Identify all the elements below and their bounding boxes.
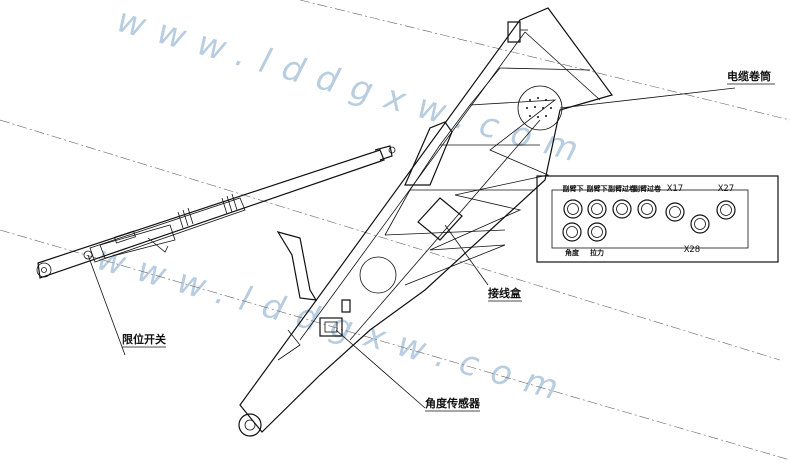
connector-pin bbox=[567, 203, 579, 215]
connector-label: 副臂下 bbox=[563, 184, 584, 193]
connector-label: 拉力 bbox=[590, 248, 604, 257]
panel-frame bbox=[536, 175, 779, 263]
connector-pin bbox=[669, 206, 681, 218]
connector-shell bbox=[637, 199, 657, 219]
connector-top-5: X17 bbox=[665, 184, 685, 222]
connector-bottom-1: 角度 bbox=[562, 222, 582, 257]
watermark-top: www.lddgxw.com bbox=[113, 0, 596, 174]
connector-shell bbox=[690, 214, 710, 234]
connector-panel bbox=[536, 175, 779, 263]
connector-bottom-3: X28 bbox=[684, 214, 710, 255]
leader-junction-box bbox=[444, 224, 489, 286]
drum-holes bbox=[526, 97, 552, 118]
connector-pin bbox=[616, 203, 628, 215]
connector-pin bbox=[591, 226, 603, 238]
connector-shell bbox=[563, 199, 583, 219]
connector-shell bbox=[612, 199, 632, 219]
leader-angle-sensor bbox=[335, 329, 426, 409]
connector-shell bbox=[716, 200, 736, 220]
connector-shell bbox=[562, 222, 582, 242]
connector-shell bbox=[665, 202, 685, 222]
watermark-bottom: www.lddgxw.com bbox=[93, 238, 576, 412]
centerline-2 bbox=[0, 229, 790, 461]
connector-shell bbox=[587, 199, 607, 219]
connector-label: X27 bbox=[718, 184, 734, 194]
connector-top-2: 副臂下 bbox=[587, 184, 608, 219]
connector-pin bbox=[720, 204, 732, 216]
connector-top-1: 副臂下 bbox=[563, 184, 584, 219]
connector-label: 副臂过卷 bbox=[608, 184, 637, 193]
fly-jib bbox=[36, 145, 396, 279]
connector-label: 角度 bbox=[565, 248, 580, 257]
connector-top-4: 副臂过卷 bbox=[633, 184, 662, 219]
connector-pin bbox=[694, 218, 706, 230]
connector-bottom-2: 拉力 bbox=[587, 222, 607, 257]
connector-top-6: X27 bbox=[716, 184, 736, 220]
connector-pin bbox=[566, 226, 578, 238]
connector-pin bbox=[591, 203, 603, 215]
leader-cable-reel bbox=[559, 87, 736, 109]
label-angle-sensor: 角度传感器 bbox=[425, 396, 481, 410]
connector-label: X17 bbox=[667, 184, 683, 194]
centerline-3 bbox=[299, 0, 790, 121]
leader-limit-switch bbox=[87, 254, 126, 356]
main-boom bbox=[238, 7, 613, 437]
connector-label: X28 bbox=[684, 245, 700, 255]
connector-label: 副臂过卷 bbox=[633, 184, 662, 193]
centerline-1 bbox=[0, 119, 781, 361]
label-limit-switch: 限位开关 bbox=[122, 332, 166, 346]
connector-pin bbox=[641, 203, 653, 215]
label-cable-reel: 电缆卷筒 bbox=[727, 69, 771, 83]
connector-top-3: 副臂过卷 bbox=[608, 184, 637, 219]
connector-label: 副臂下 bbox=[587, 184, 608, 193]
connector-shell bbox=[587, 222, 607, 242]
label-junction-box: 接线盒 bbox=[488, 286, 522, 300]
